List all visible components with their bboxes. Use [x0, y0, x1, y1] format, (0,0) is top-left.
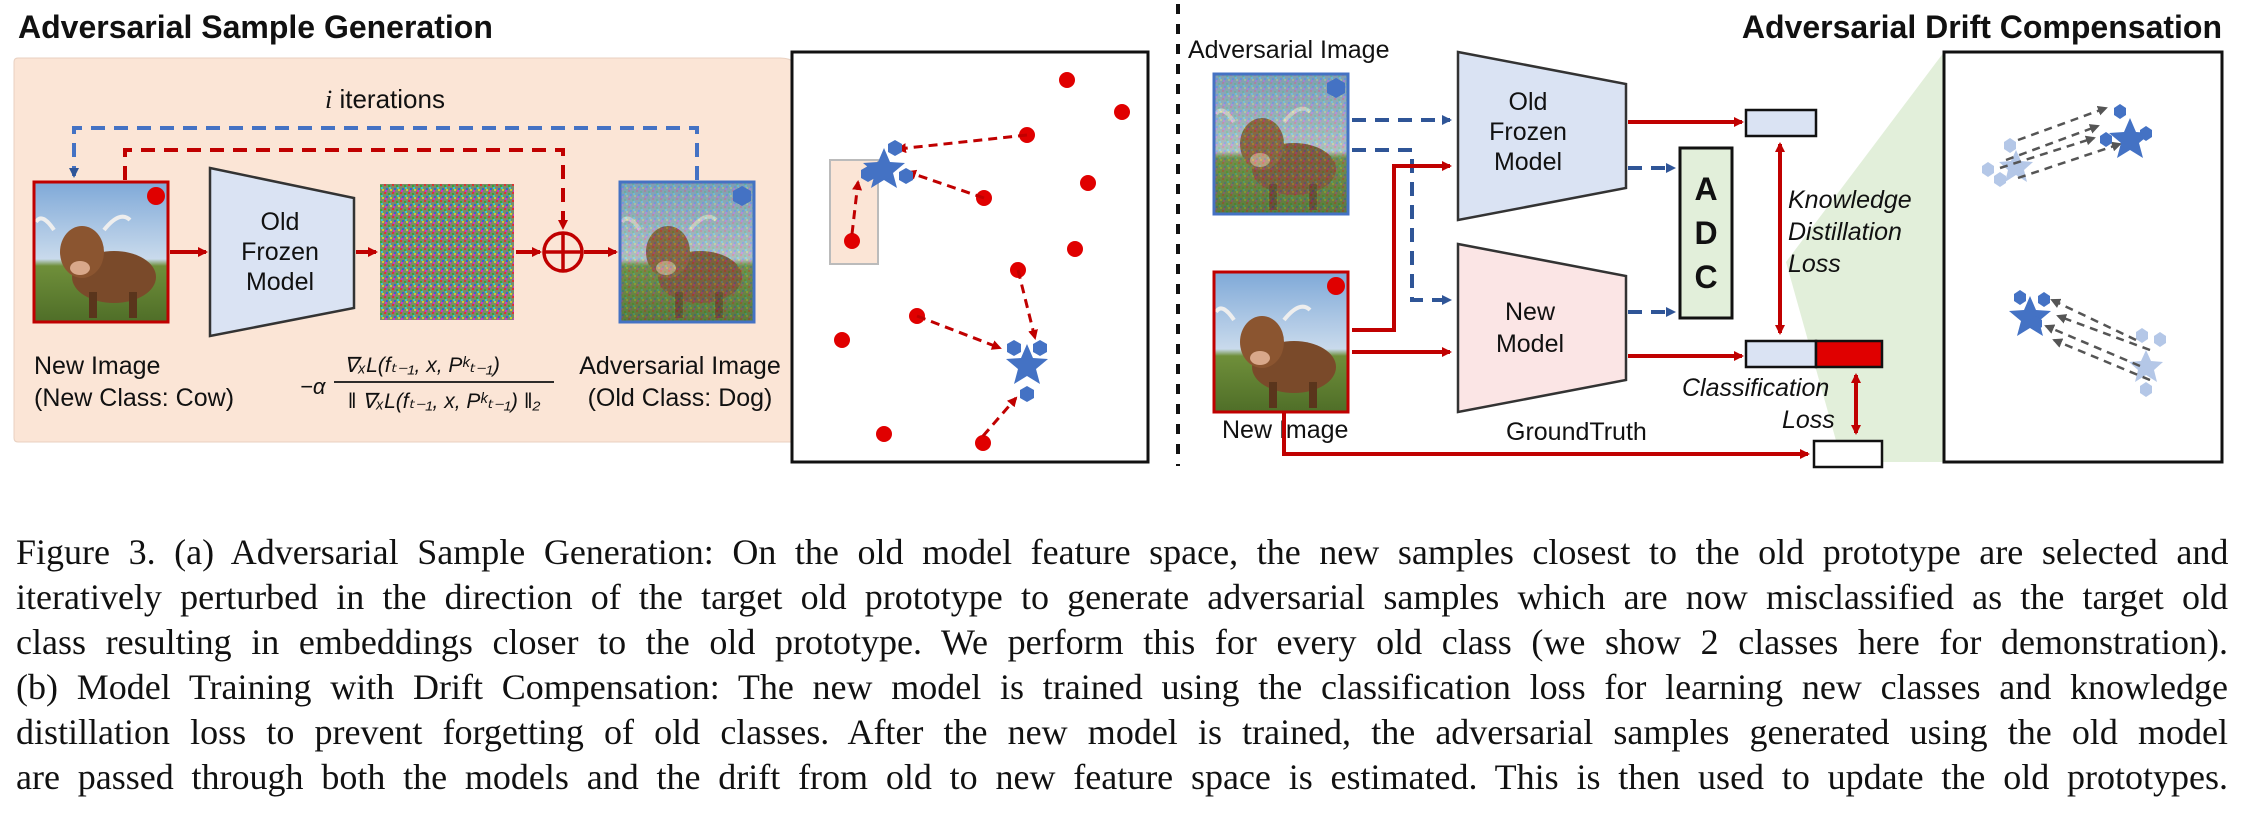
adc-module — [1678, 146, 1734, 320]
caption-line: Figure 3. (a) Adversarial Sample Generat… — [16, 532, 2229, 572]
caption-line: iteratively perturbed in the direction o… — [16, 577, 2228, 617]
svg-text:Frozen: Frozen — [241, 238, 319, 266]
cls-loss-label: Classification Loss — [1682, 374, 1835, 434]
groundtruth-box — [1812, 439, 1884, 469]
old-prototype-bottom — [1006, 340, 1048, 402]
svg-text:(Old Class: Dog): (Old Class: Dog) — [588, 384, 773, 412]
caption-line: class resulting in embeddings closer to … — [16, 622, 2228, 662]
caption-line: (b) Model Training with Drift Compensati… — [16, 667, 2228, 707]
right-panel-title: Adversarial Drift Compensation — [1742, 9, 2222, 45]
svg-text:Model: Model — [1494, 148, 1562, 176]
iterations-label: i iterations — [325, 84, 445, 114]
svg-text:D: D — [1694, 215, 1717, 251]
drift-bottom — [2009, 290, 2166, 397]
blue-class-hexagon — [733, 186, 751, 206]
caption-line: are passed through both the models and t… — [16, 757, 2228, 797]
old-prototype-top — [861, 140, 913, 188]
svg-text:Old: Old — [261, 208, 300, 236]
svg-text:New: New — [1505, 298, 1556, 326]
new-model — [1456, 242, 1628, 414]
adv-image-label-right: Adversarial Image — [1188, 36, 1389, 64]
adversarial-image-right — [1212, 72, 1350, 216]
adversarial-flow-arrows — [1352, 115, 1676, 317]
new-model-output-old-classes — [1744, 339, 1818, 369]
old-frozen-model-right — [1456, 50, 1628, 222]
kd-loss-label: Knowledge Distillation Loss — [1788, 186, 1912, 278]
new-model-output-new-classes — [1814, 339, 1884, 369]
new-image-right — [1212, 270, 1350, 414]
figure-diagram: Adversarial Sample Generation i iteratio… — [13, 4, 2224, 469]
svg-text:Loss: Loss — [1782, 406, 1835, 434]
svg-text:‖ ∇ₓL(fₜ₋₁, x, Pᵏₜ₋₁) ‖₂: ‖ ∇ₓL(fₜ₋₁, x, Pᵏₜ₋₁) ‖₂ — [348, 390, 541, 413]
svg-text:Distillation: Distillation — [1788, 218, 1902, 246]
svg-text:(New Class: Cow): (New Class: Cow) — [34, 384, 234, 412]
iteration-loop-arrow — [69, 126, 699, 180]
svg-text:∇ₓL(fₜ₋₁, x, Pᵏₜ₋₁): ∇ₓL(fₜ₋₁, x, Pᵏₜ₋₁) — [344, 354, 500, 377]
old-frozen-model-left — [208, 166, 356, 338]
old-model-output — [1744, 108, 1818, 138]
svg-text:Model: Model — [1496, 330, 1564, 358]
svg-text:−α: −α — [300, 374, 327, 399]
svg-text:Knowledge: Knowledge — [1788, 186, 1912, 214]
svg-text:Frozen: Frozen — [1489, 118, 1567, 146]
addition-operator-icon — [542, 231, 584, 273]
svg-text:Loss: Loss — [1788, 250, 1841, 278]
groundtruth-label: GroundTruth — [1506, 418, 1647, 446]
left-panel-title: Adversarial Sample Generation — [18, 9, 493, 45]
svg-text:Classification: Classification — [1682, 374, 1829, 402]
svg-text:Model: Model — [246, 268, 314, 296]
new-image-cow — [32, 180, 170, 324]
svg-text:A: A — [1694, 171, 1717, 207]
feature-space-right — [1942, 50, 2224, 464]
perturbation-formula: −α ∇ₓL(fₜ₋₁, x, Pᵏₜ₋₁) ‖ ∇ₓL(fₜ₋₁, x, Pᵏ… — [300, 354, 554, 413]
svg-text:Old: Old — [1509, 88, 1548, 116]
red-class-dot — [147, 187, 165, 205]
caption-line: distillation loss to prevent forgetting … — [16, 712, 2228, 752]
adversarial-image-left — [618, 180, 756, 324]
perturbation-arrows — [850, 133, 1038, 437]
figure-caption: Figure 3. (a) Adversarial Sample Generat… — [16, 530, 2228, 800]
drift-top — [1982, 104, 2152, 187]
new-image-flow-arrows — [1282, 117, 1810, 459]
feedback-loop-arrow — [123, 148, 568, 230]
adversarial-image-label: Adversarial Image — [579, 352, 780, 380]
svg-text:C: C — [1694, 259, 1717, 295]
new-image-label: New Image — [34, 352, 160, 380]
perturbation-noise-image — [380, 184, 514, 320]
